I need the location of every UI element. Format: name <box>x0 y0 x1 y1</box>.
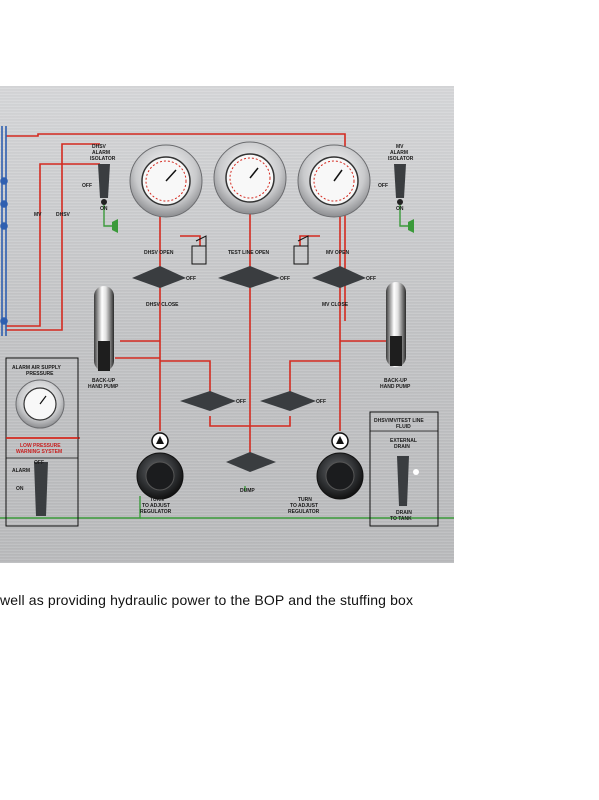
svg-text:OFF: OFF <box>236 399 246 405</box>
drain-selector-handle <box>397 456 409 506</box>
svg-text:REGULATOR: REGULATOR <box>140 509 172 515</box>
right-regulator-knob[interactable] <box>316 432 364 500</box>
svg-text:DHSV: DHSV <box>92 144 107 150</box>
svg-text:OFF: OFF <box>316 399 326 405</box>
alarm-switch-handle <box>34 462 48 516</box>
svg-text:PRESSURE: PRESSURE <box>26 371 54 377</box>
svg-text:HAND PUMP: HAND PUMP <box>88 384 119 390</box>
svg-text:BACK-UP: BACK-UP <box>384 378 408 384</box>
svg-text:TO TANK: TO TANK <box>390 516 412 522</box>
svg-text:FLUID: FLUID <box>396 424 411 430</box>
test-line-valve-handle <box>218 266 280 288</box>
svg-text:ALARM: ALARM <box>92 150 110 156</box>
control-panel-image: MV DHSV DHSV ALARM ISOLATOR OFF ON MV AL… <box>0 86 454 563</box>
svg-text:TEST LINE OPEN: TEST LINE OPEN <box>228 250 270 256</box>
gauge-mv <box>297 144 371 218</box>
mv-alarm-isolator-handle[interactable] <box>394 164 406 205</box>
dhsv-line-label: DHSV <box>56 212 71 218</box>
air-valve-icons <box>112 219 414 233</box>
svg-text:MV CLOSE: MV CLOSE <box>322 302 349 308</box>
panel-labels: MV DHSV DHSV ALARM ISOLATOR OFF ON MV AL… <box>12 144 424 522</box>
hydraulic-panel-diagram: MV DHSV DHSV ALARM ISOLATOR OFF ON MV AL… <box>0 126 454 527</box>
svg-text:REGULATOR: REGULATOR <box>288 509 320 515</box>
svg-text:DHSV OPEN: DHSV OPEN <box>144 250 174 256</box>
svg-text:TURN: TURN <box>150 497 164 503</box>
mv-line-label: MV <box>34 212 42 218</box>
svg-text:ALARM: ALARM <box>12 468 30 474</box>
svg-text:MV: MV <box>396 144 404 150</box>
left-regulator-knob[interactable] <box>136 432 184 500</box>
alarm-air-supply-box <box>5 357 79 527</box>
right-hand-pump[interactable] <box>386 282 406 367</box>
dhsv-bypass-valve-handle <box>180 391 236 411</box>
svg-text:DHSV CLOSE: DHSV CLOSE <box>146 302 179 308</box>
svg-text:OFF: OFF <box>366 276 376 282</box>
dhsv-alarm-isolator-handle[interactable] <box>98 164 110 205</box>
svg-text:LOW PRESSURE: LOW PRESSURE <box>20 443 61 449</box>
svg-text:MV OPEN: MV OPEN <box>326 250 349 256</box>
gauge-alarm-air-supply <box>15 379 65 429</box>
svg-text:ON: ON <box>16 486 24 492</box>
air-lines <box>0 204 454 519</box>
svg-text:ALARM: ALARM <box>390 150 408 156</box>
svg-text:OFF: OFF <box>34 460 44 466</box>
dhsv-valve-handle <box>132 266 186 288</box>
valve-handles[interactable] <box>132 266 366 472</box>
svg-text:DRAIN: DRAIN <box>394 444 410 450</box>
mv-valve-handle <box>312 266 366 288</box>
gauge-dhsv <box>129 144 203 218</box>
svg-text:OFF: OFF <box>82 183 92 189</box>
dump-valve-handle <box>226 452 276 472</box>
svg-text:DUMP: DUMP <box>240 488 255 494</box>
svg-text:WARNING SYSTEM: WARNING SYSTEM <box>16 449 62 455</box>
svg-text:DRAIN: DRAIN <box>396 510 412 516</box>
svg-text:TURN: TURN <box>298 497 312 503</box>
blue-lines <box>0 126 8 336</box>
svg-text:OFF: OFF <box>280 276 290 282</box>
svg-text:ISOLATOR: ISOLATOR <box>90 156 116 162</box>
svg-text:TO ADJUST: TO ADJUST <box>290 503 318 509</box>
svg-text:ON: ON <box>100 206 108 212</box>
regulator-symbols <box>191 235 309 265</box>
svg-text:BACK-UP: BACK-UP <box>92 378 116 384</box>
mv-bypass-valve-handle <box>260 391 316 411</box>
svg-text:EXTERNAL: EXTERNAL <box>390 438 417 444</box>
svg-text:ISOLATOR: ISOLATOR <box>388 156 414 162</box>
body-text-line: well as providing hydraulic power to the… <box>0 592 414 608</box>
svg-text:ALARM AIR SUPPLY: ALARM AIR SUPPLY <box>12 365 61 371</box>
left-hand-pump[interactable] <box>94 286 114 371</box>
svg-text:HAND PUMP: HAND PUMP <box>380 384 411 390</box>
svg-text:ON: ON <box>396 206 404 212</box>
fluid-box <box>369 411 439 527</box>
svg-text:TO ADJUST: TO ADJUST <box>142 503 170 509</box>
svg-text:OFF: OFF <box>378 183 388 189</box>
svg-text:DHSV/MV/TEST LINE: DHSV/MV/TEST LINE <box>374 418 424 424</box>
svg-text:OFF: OFF <box>186 276 196 282</box>
gauge-test-line <box>213 141 287 215</box>
